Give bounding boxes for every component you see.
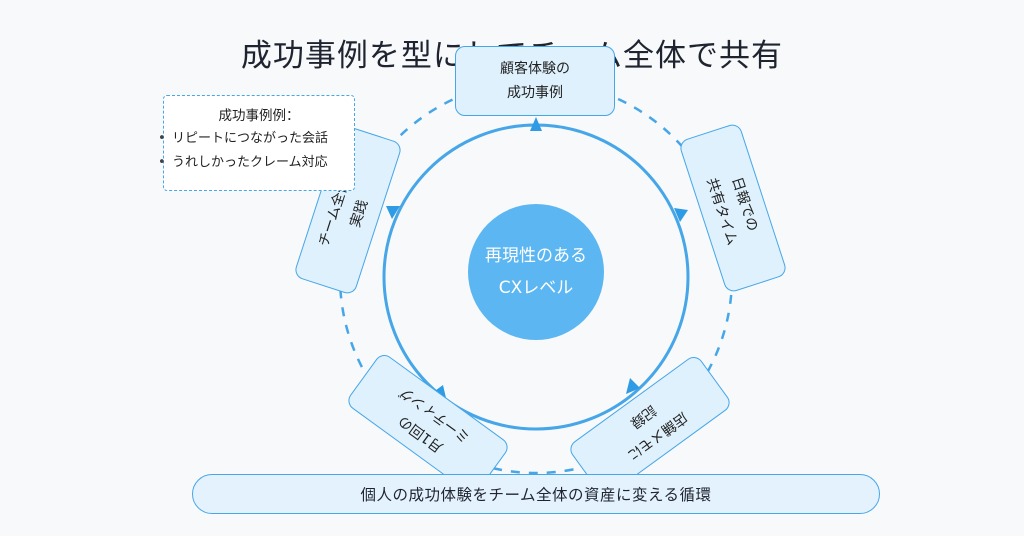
node-label-line-1: 顧客体験の: [500, 61, 570, 77]
example-callout: 成功事例例： リピートにつながった会話 うれしかったクレーム対応: [158, 95, 355, 191]
footer-caption: 個人の成功体験をチーム全体の資産に変える循環: [192, 474, 880, 514]
arrow-head-bottom-right: [626, 378, 640, 394]
list-item: リピートにつながった会話: [158, 127, 354, 151]
hub-circle: 再現性のある CXレベル: [468, 204, 604, 340]
hub-line-2: CXレベル: [498, 278, 574, 298]
node-label-line-2: 成功事例: [507, 85, 563, 101]
arrow-head-left: [386, 206, 400, 219]
arrow-head-top: [530, 117, 542, 131]
arrow-head-right: [674, 208, 688, 222]
list-item: うれしかったクレーム対応: [158, 151, 354, 175]
callout-heading: 成功事例例：: [218, 108, 300, 124]
callout-list: リピートにつながった会話 うれしかったクレーム対応: [158, 127, 354, 175]
node-success-case: 顧客体験の 成功事例: [455, 46, 615, 116]
hub-line-1: 再現性のある: [485, 246, 587, 266]
